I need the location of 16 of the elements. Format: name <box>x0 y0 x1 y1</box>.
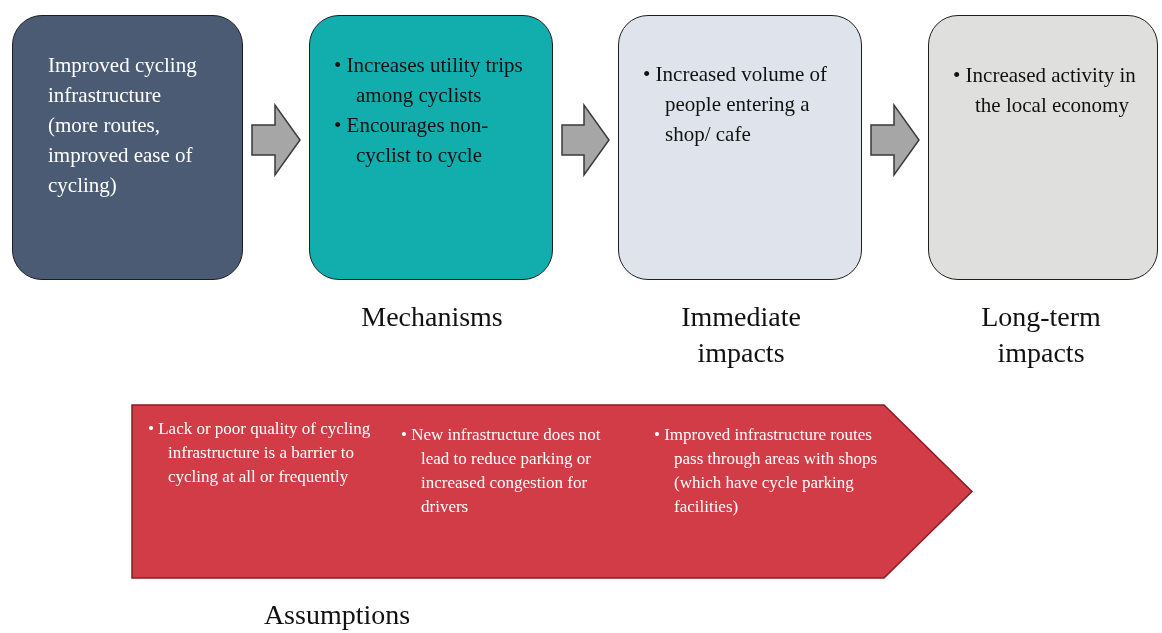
block-arrow <box>870 102 920 178</box>
stage-heading: Long-term impacts <box>980 300 1102 370</box>
bullet-item: • Increased activity in the local economy <box>953 62 1137 119</box>
bullet-item: • Increases utility trips among cyclists <box>334 52 524 109</box>
rounded-box <box>12 15 243 280</box>
stage-heading: Assumptions <box>262 598 412 632</box>
stage-heading: Mechanisms <box>360 300 504 334</box>
block-arrow <box>561 102 610 178</box>
box-text: Improved cycling infrastructure (more routes, improved ease of cycling) <box>48 52 198 199</box>
stage-heading: Immediate impacts <box>680 300 802 370</box>
bullet-item: • Improved infrastructure routes pass through areas with shops (which have cycle parking facilities) <box>654 424 879 518</box>
bullet-item: • New infrastructure does not lead to reduce parking or increased congestion for drivers <box>401 424 602 518</box>
bullet-item: • Encourages non-cyclist to cycle <box>334 112 490 169</box>
bullet-item: • Lack or poor quality of cycling infrastructure is a barrier to cycling at all or frequently <box>148 418 372 488</box>
bullet-item: • Increased volume of people entering a shop/ cafe <box>643 61 829 148</box>
block-arrow <box>251 102 301 178</box>
